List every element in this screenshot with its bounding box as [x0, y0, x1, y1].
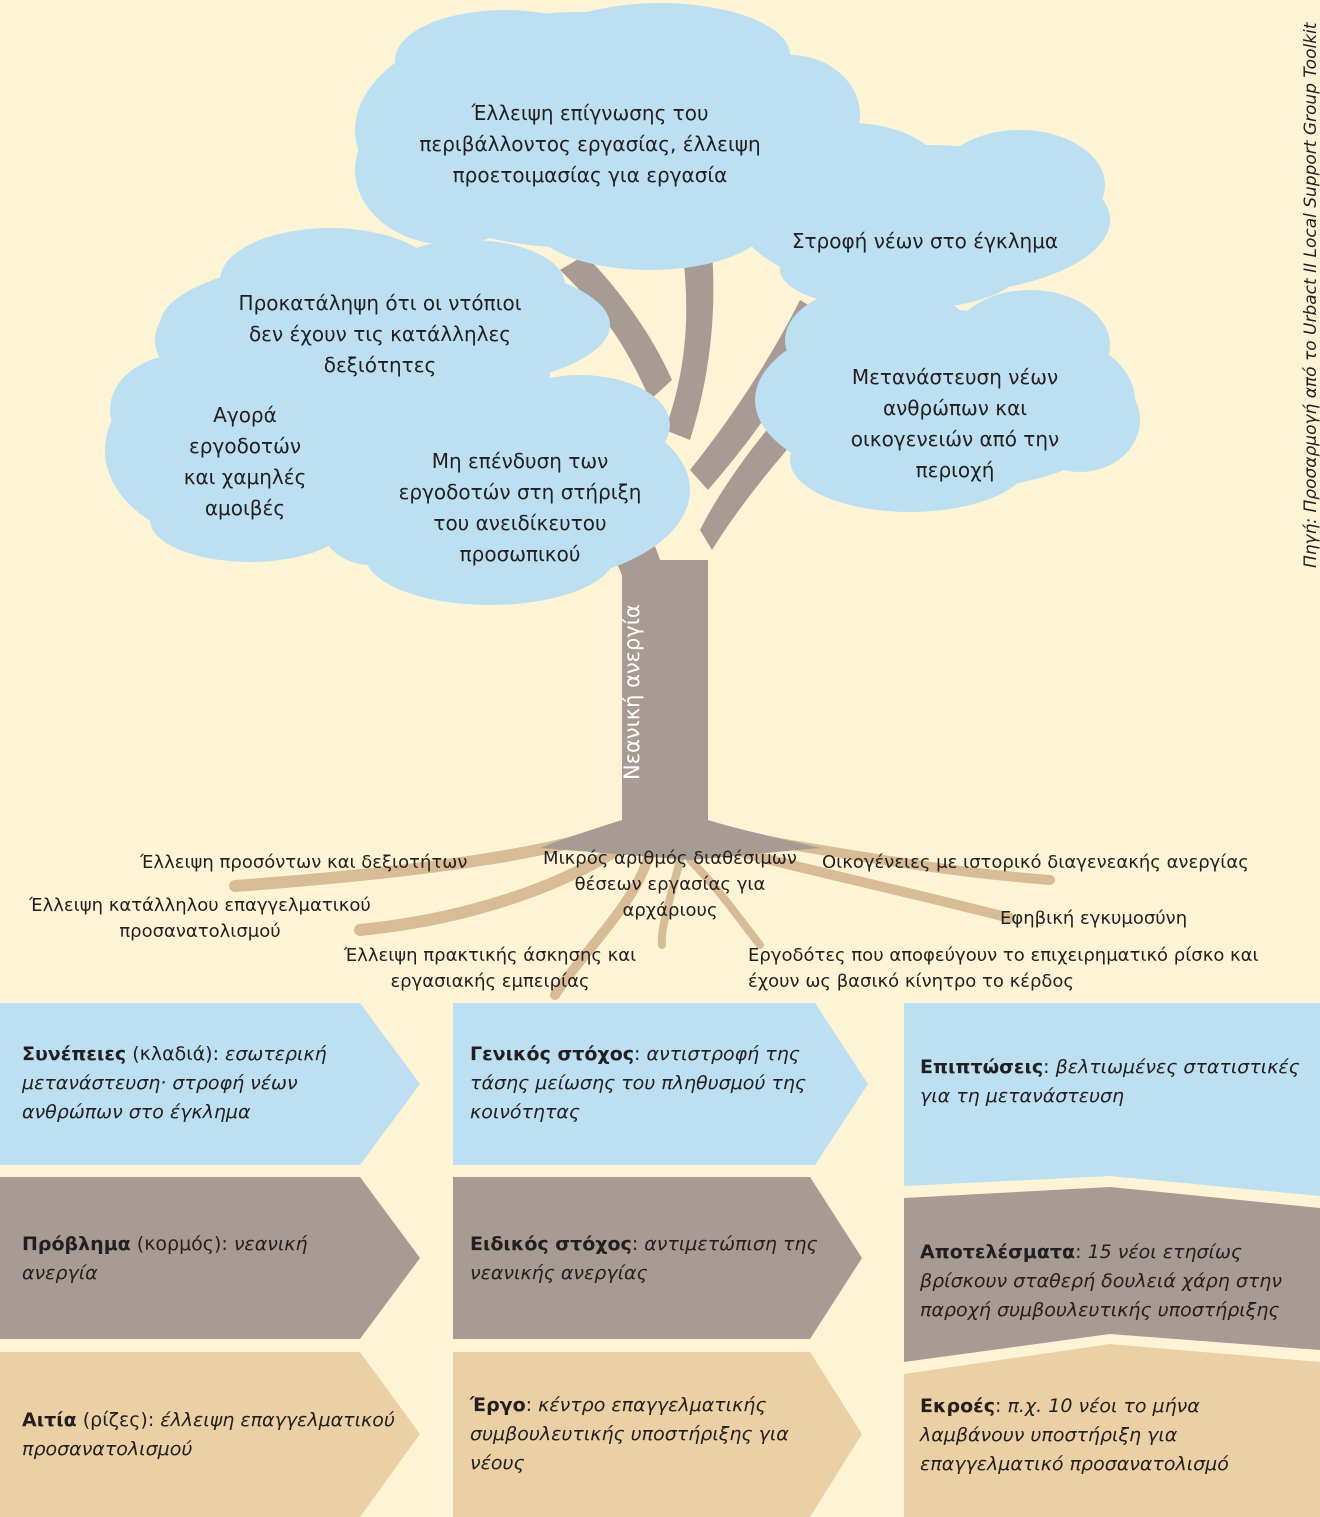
- box-general-goal: Γενικός στόχος: αντιστροφή της τάσης μεί…: [470, 1040, 825, 1127]
- root-employers: Εργοδότες που αποφεύγουν το επιχειρηματι…: [748, 945, 1259, 992]
- box-causes-label: Αιτία: [22, 1409, 77, 1431]
- cloud-migration-text: Μετανάστευση νέων ανθρώπων και οικογενει…: [850, 365, 1060, 482]
- box-impacts-text: βελτιωμένες στατιστικές για τη μετανάστε…: [920, 1056, 1300, 1107]
- root-practice: Έλλειψη πρακτικής άσκησης και εργασιακής…: [343, 945, 637, 992]
- tree-clouds: [105, 3, 1140, 605]
- box-consequences-note: (κλαδιά):: [126, 1043, 226, 1065]
- box-project-text: κέντρο επαγγελματικής συμβουλευτικής υπο…: [470, 1394, 789, 1474]
- box-specific-goal-note: :: [631, 1233, 645, 1255]
- box-causes-text: έλλειψη επαγγελματικού προσανατολισμού: [22, 1409, 395, 1460]
- root-guidance: Έλλειψη κατάλληλου επαγγελματικού προσαν…: [29, 895, 371, 942]
- box-impacts-shape: [904, 1003, 1320, 1196]
- box-project: Έργο: κέντρο επαγγελματικής συμβουλευτικ…: [470, 1391, 825, 1478]
- cloud-top-shape: [355, 3, 860, 270]
- box-outputs-label: Εκροές: [920, 1395, 995, 1417]
- root-pregnancy: Εφηβική εγκυμοσύνη: [1000, 908, 1188, 929]
- box-problem: Πρόβλημα (κορμός): νεανική ανεργία: [22, 1230, 382, 1288]
- box-problem-shape: [0, 1177, 420, 1339]
- cloud-investment-shape: [315, 365, 690, 605]
- box-problem-text: νεανική ανεργία: [22, 1233, 308, 1284]
- cloud-prejudice-text: Προκατάληψη ότι οι ντόπιοι δεν έχουν τις…: [238, 291, 522, 377]
- box-project-shape: [453, 1352, 862, 1517]
- box-specific-goal-shape: [453, 1177, 862, 1339]
- box-outputs-note: :: [994, 1395, 1008, 1417]
- box-specific-goal-label: Ειδικός στόχος: [470, 1233, 632, 1255]
- source-label: Πηγή: Προσαρμογή από το Urbact II Local …: [1301, 22, 1320, 568]
- box-outputs: Εκροές: π.χ. 10 νέοι το μήνα λαμβάνουν υ…: [920, 1392, 1305, 1479]
- cloud-investment-text: Μη επένδυση των εργοδοτών στη στήριξη το…: [398, 449, 642, 566]
- box-consequences-text: εσωτερική μετανάστευση· στροφή νέων ανθρ…: [22, 1043, 327, 1123]
- cloud-migration-shape: [755, 285, 1140, 512]
- box-general-goal-note: :: [634, 1043, 647, 1065]
- box-project-label: Έργο: [470, 1394, 526, 1416]
- cloud-market-shape: [105, 340, 395, 562]
- box-consequences: Συνέπειες (κλαδιά): εσωτερική μετανάστευ…: [22, 1040, 382, 1127]
- trunk-label: Νεανική ανεργία: [620, 604, 644, 780]
- box-general-goal-shape: [453, 1003, 868, 1165]
- cloud-market-text: Αγορά εργοδοτών και χαμηλές αμοιβές: [183, 403, 307, 520]
- box-shapes: [0, 1003, 1320, 1517]
- box-specific-goal-text: αντιμετώπιση της νεανικής ανεργίας: [470, 1233, 818, 1284]
- box-problem-label: Πρόβλημα: [22, 1233, 131, 1255]
- box-results-label: Αποτελέσματα: [920, 1241, 1076, 1263]
- box-outputs-text: π.χ. 10 νέοι το μήνα λαμβάνουν υποστήριξ…: [920, 1395, 1229, 1475]
- box-results-shape: [904, 1187, 1320, 1362]
- box-causes-shape: [0, 1352, 420, 1517]
- box-project-note: :: [525, 1394, 539, 1416]
- box-consequences-shape: [0, 1003, 420, 1165]
- root-positions: Μικρός αριθμός διαθέσιμων θέσεων εργασία…: [543, 848, 797, 921]
- box-consequences-label: Συνέπειες: [22, 1043, 127, 1065]
- box-impacts-label: Επιπτώσεις: [920, 1056, 1044, 1078]
- box-results-note: :: [1075, 1241, 1088, 1263]
- box-problem-note: (κορμός):: [130, 1233, 234, 1255]
- box-results-text: 15 νέοι ετησίως βρίσκουν σταθερή δουλειά…: [920, 1241, 1282, 1321]
- box-results: Αποτελέσματα: 15 νέοι ετησίως βρίσκουν σ…: [920, 1238, 1310, 1325]
- box-outputs-shape: [904, 1344, 1320, 1517]
- cloud-crime-shape: [740, 123, 1110, 310]
- box-specific-goal: Ειδικός στόχος: αντιμετώπιση της νεανική…: [470, 1230, 825, 1288]
- cloud-top-text: Έλλειψη επίγνωσης του περιβάλλοντος εργα…: [419, 101, 761, 187]
- root-qualifications: Έλλειψη προσόντων και δεξιοτήτων: [140, 852, 468, 873]
- box-causes: Αιτία (ρίζες): έλλειψη επαγγελματικού πρ…: [22, 1406, 417, 1464]
- root-families: Οικογένειες με ιστορικό διαγενεακής ανερ…: [822, 852, 1249, 873]
- box-impacts-note: :: [1043, 1056, 1056, 1078]
- cloud-crime-text: Στροφή νέων στο έγκλημα: [791, 229, 1059, 253]
- box-impacts: Επιπτώσεις: βελτιωμένες στατιστικές για …: [920, 1053, 1305, 1111]
- box-general-goal-text: αντιστροφή της τάσης μείωσης του πληθυσμ…: [470, 1043, 807, 1123]
- box-causes-note: (ρίζες):: [76, 1409, 161, 1431]
- box-general-goal-label: Γενικός στόχος: [470, 1043, 635, 1065]
